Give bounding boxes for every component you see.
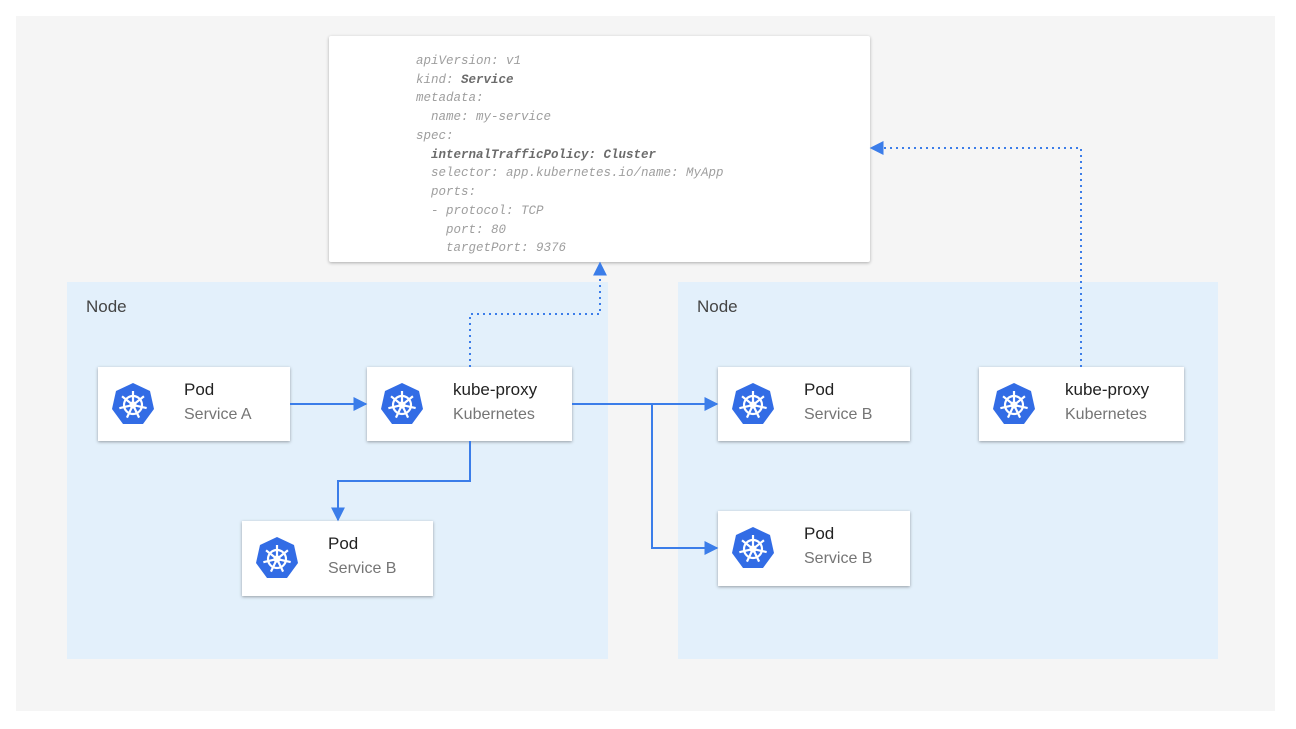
- kubernetes-helm-icon: [254, 536, 300, 582]
- service-yaml-box: apiVersion: v1 kind: Service metadata: n…: [329, 36, 870, 262]
- code-line: port: 80: [416, 223, 507, 237]
- card-title: Pod: [804, 524, 835, 543]
- card-subtitle: Kubernetes: [453, 406, 535, 423]
- card-subtitle: Service B: [804, 550, 873, 567]
- code-line: name: my-service: [416, 110, 552, 124]
- kubernetes-helm-icon: [379, 382, 425, 428]
- card-title: kube-proxy: [1065, 380, 1150, 399]
- code-line: - protocol: TCP: [416, 204, 544, 218]
- card-subtitle: Service B: [328, 560, 397, 577]
- code-line: spec:: [416, 129, 454, 143]
- node-left: Node: [67, 282, 608, 659]
- arrow-proxy-to-podb-right-bottom: [651, 404, 719, 555]
- dotted-proxy-left-to-service: [469, 261, 607, 367]
- node-label: Node: [86, 297, 127, 316]
- code-line: ports:: [416, 185, 477, 199]
- dotted-proxy-right-to-service: [869, 141, 1082, 367]
- code-line: internalTrafficPolicy: Cluster: [416, 148, 657, 162]
- arrow-proxy-to-podb-left: [331, 441, 471, 522]
- node-right: Node: [678, 282, 1218, 659]
- code-line: targetPort: 9376: [416, 241, 567, 255]
- kubernetes-helm-icon: [991, 382, 1037, 428]
- code-line: apiVersion: v1: [416, 54, 522, 68]
- card-title: kube-proxy: [453, 380, 538, 399]
- card-title: Pod: [328, 534, 359, 553]
- code-line: selector: app.kubernetes.io/name: MyApp: [416, 166, 724, 180]
- pod-service-b-right-top: Pod Service B: [718, 367, 910, 441]
- card-title: Pod: [804, 380, 835, 399]
- kube-proxy-right: kube-proxy Kubernetes: [979, 367, 1184, 441]
- code-value: Service: [461, 73, 514, 87]
- kubernetes-helm-icon: [110, 382, 156, 428]
- card-subtitle: Service B: [804, 406, 873, 423]
- code-key: kind:: [416, 73, 462, 87]
- card-title: Pod: [184, 380, 215, 399]
- node-label: Node: [697, 297, 738, 316]
- pod-service-b-left: Pod Service B: [242, 521, 433, 596]
- code-line: kind: Service: [416, 73, 514, 87]
- kubernetes-helm-icon: [730, 382, 776, 428]
- card-subtitle: Kubernetes: [1065, 406, 1147, 423]
- kube-proxy-left: kube-proxy Kubernetes: [367, 367, 572, 441]
- pod-service-a: Pod Service A: [98, 367, 290, 441]
- kubernetes-helm-icon: [730, 526, 776, 572]
- code-line: metadata:: [416, 91, 484, 105]
- pod-service-b-right-bottom: Pod Service B: [718, 511, 910, 586]
- card-subtitle: Service A: [184, 406, 252, 423]
